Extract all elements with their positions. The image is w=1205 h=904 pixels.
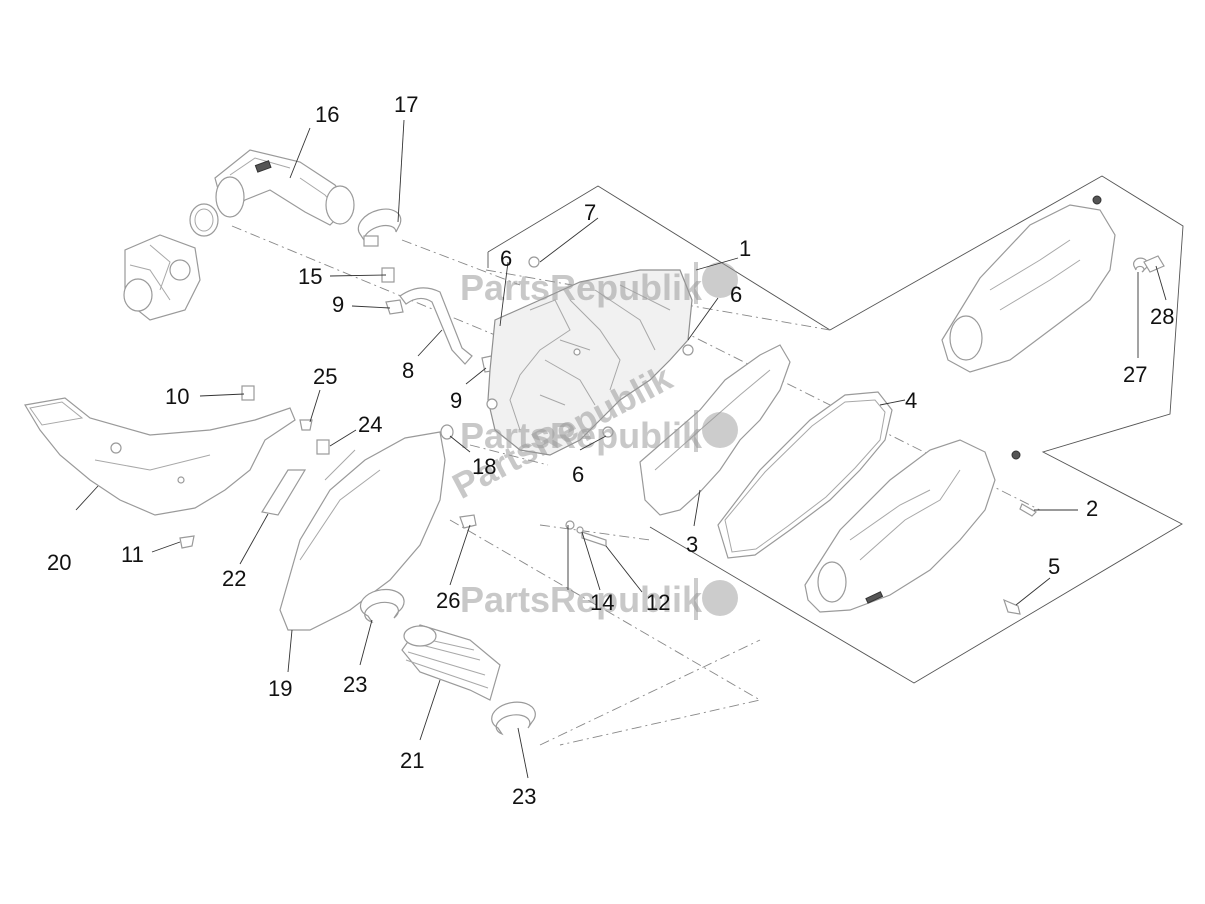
- screws: [179, 419, 1037, 615]
- callout-26: 26: [436, 588, 460, 613]
- callout-6-top: 6: [500, 246, 512, 271]
- callout-18: 18: [472, 454, 496, 479]
- callout-23-left: 23: [343, 672, 367, 697]
- callout-5: 5: [1048, 554, 1060, 579]
- callout-labels: 16 17 7 1 6 6 15 9 8 9 18 6 4 3 2 5 27 2…: [47, 92, 1174, 809]
- callout-23-bottom: 23: [512, 784, 536, 809]
- assembly-frame-lines: [487, 175, 1184, 684]
- callout-6-right: 6: [730, 282, 742, 307]
- hose-clamp-part-17: [357, 208, 402, 247]
- intake-cover-part-19: [279, 431, 446, 631]
- callout-6-lower: 6: [572, 462, 584, 487]
- callout-7: 7: [584, 200, 596, 225]
- watermark-divider-icon: [694, 410, 698, 452]
- callout-10: 10: [165, 384, 189, 409]
- gasket-part-4: [717, 391, 893, 559]
- watermark-gear-icon: [702, 262, 738, 298]
- clips-10-24: [241, 385, 330, 455]
- callout-17: 17: [394, 92, 418, 117]
- airbox-cover-lower: [804, 439, 1021, 613]
- leader-lines: [75, 119, 1167, 779]
- callout-11: 11: [121, 542, 144, 567]
- callout-2: 2: [1086, 496, 1098, 521]
- callout-3: 3: [686, 532, 698, 557]
- callout-21: 21: [400, 748, 424, 773]
- intake-duct-part-16: [214, 149, 355, 226]
- watermark-text: PartsRepublik: [460, 579, 703, 620]
- airbox-cover-upper: [941, 195, 1116, 373]
- callout-24: 24: [358, 412, 382, 437]
- watermark-2: PartsRepublik: [460, 410, 738, 456]
- callout-25: 25: [313, 364, 337, 389]
- watermark-text: PartsRepublik: [460, 267, 703, 308]
- callout-4: 4: [905, 388, 917, 413]
- watermark-1: PartsRepublik: [460, 262, 738, 308]
- bracket-part-20: [24, 397, 296, 516]
- strap-part-22: [261, 469, 307, 516]
- callout-9-upper: 9: [332, 292, 344, 317]
- callout-12: 12: [646, 590, 670, 615]
- callout-14: 14: [590, 590, 614, 615]
- fitting-parts-27-28: [1133, 255, 1165, 273]
- watermark-divider-icon: [694, 578, 698, 620]
- watermark-3: PartsRepublik: [460, 578, 738, 620]
- throttle-body: [123, 234, 201, 321]
- breather-hose-part-8: [399, 287, 473, 365]
- bellows-part-21: [401, 624, 501, 701]
- callout-22: 22: [222, 566, 246, 591]
- airbox-housing-part-1: [486, 269, 693, 456]
- callout-16: 16: [315, 102, 339, 127]
- callout-27: 27: [1123, 362, 1147, 387]
- watermark-gear-icon: [702, 580, 738, 616]
- callout-19: 19: [268, 676, 292, 701]
- callout-28: 28: [1150, 304, 1174, 329]
- watermark-divider-icon: [694, 262, 698, 304]
- callout-9-lower: 9: [450, 388, 462, 413]
- callout-1: 1: [739, 236, 751, 261]
- watermark-gear-icon: [702, 412, 738, 448]
- callout-15: 15: [298, 264, 322, 289]
- callout-8: 8: [402, 358, 414, 383]
- callout-20: 20: [47, 550, 71, 575]
- rings-part-23: [359, 588, 536, 736]
- duct-clamp: [189, 203, 219, 237]
